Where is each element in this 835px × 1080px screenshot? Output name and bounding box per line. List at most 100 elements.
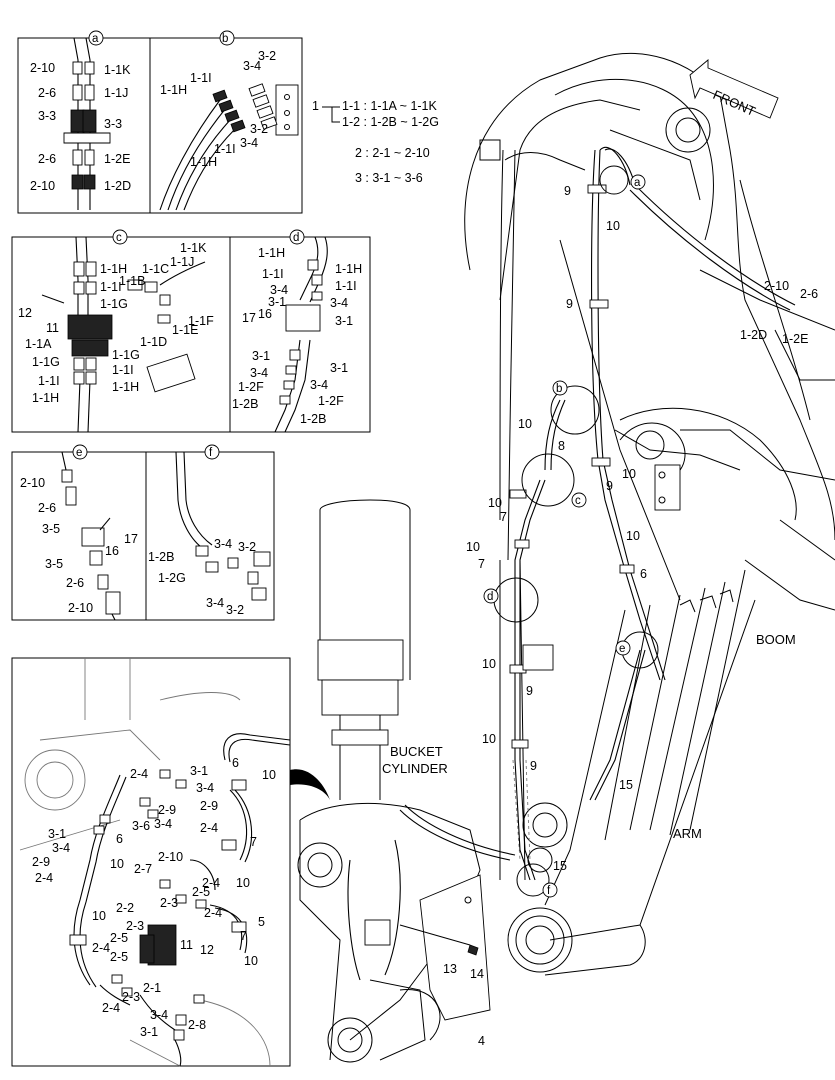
label: 1-2F: [238, 380, 264, 394]
label: 2-8: [188, 1018, 206, 1032]
label: 1-1I: [335, 279, 357, 293]
label: 1-1J: [104, 86, 128, 100]
label: 1-1G: [100, 297, 128, 311]
label: 2-3: [160, 896, 178, 910]
label: 1-1H: [100, 262, 127, 276]
panel-b: b 3-4 3-2 1-1I 1-1H 3-2 3-4 1-1I 1-1H: [149, 30, 303, 214]
label: 10: [466, 540, 480, 554]
callout-f-label: f: [209, 447, 213, 459]
label: 2-9: [32, 855, 50, 869]
label: 1-2E: [104, 152, 130, 166]
label: 2-4: [102, 1001, 120, 1015]
label: 1-1A: [25, 337, 52, 351]
label: 3-1: [140, 1025, 158, 1039]
label: 10: [488, 496, 502, 510]
clamps: [509, 184, 635, 749]
arm-label: ARM: [673, 826, 702, 841]
panel-e: e 2-10 2-6 3-5 17 16 3-5 2-6 2-10: [11, 444, 147, 621]
callout-b-label: b: [222, 33, 228, 45]
label: 3-3: [38, 109, 56, 123]
label: 7: [478, 557, 485, 571]
label: 1-2B: [232, 397, 258, 411]
label: 10: [518, 417, 532, 431]
legend-line-1: 1-1 : 1-1A ~ 1-1K: [342, 99, 438, 113]
label: 1-1H: [112, 380, 139, 394]
label: 10: [92, 909, 106, 923]
label: 2-9: [158, 803, 176, 817]
label: 2-10: [20, 476, 45, 490]
label: 5: [258, 915, 265, 929]
label: 8: [558, 439, 565, 453]
label: 6: [116, 832, 123, 846]
label: 2-4: [92, 941, 110, 955]
label: 3-4: [206, 596, 224, 610]
label: 3-6: [132, 819, 150, 833]
label: 3-1: [335, 314, 353, 328]
label: 3-2: [250, 122, 268, 136]
label: 6: [232, 756, 239, 770]
legend-line-4: 3 : 3-1 ~ 3-6: [355, 171, 423, 185]
label: 9: [526, 684, 533, 698]
label: 2-9: [200, 799, 218, 813]
label: 3-4: [250, 366, 268, 380]
label: 1-1E: [172, 323, 198, 337]
label: 1-1G: [32, 355, 60, 369]
label: 2-6: [38, 86, 56, 100]
label: 2-4: [204, 906, 222, 920]
boom-structure: [464, 52, 835, 976]
label: 17: [242, 311, 256, 325]
label: 2-1: [143, 981, 161, 995]
label: 2-10: [764, 279, 789, 293]
label: 10: [110, 857, 124, 871]
label: 1-1H: [335, 262, 362, 276]
label: 11: [46, 321, 59, 335]
callout-d-label: d: [293, 232, 299, 244]
label: 1-2B: [148, 550, 174, 564]
label: 10: [606, 219, 620, 233]
front-arrow: FRONT: [689, 59, 779, 119]
panel-d: d 1-1H 1-1H 1-1I 1-1I 3-4 3-4 3-1 3-1 17…: [229, 229, 371, 433]
label: 6: [640, 567, 647, 581]
legend-line-2: 1-2 : 1-2B ~ 1-2G: [342, 115, 439, 129]
label: 3-4: [330, 296, 348, 310]
callout-d-label: d: [487, 591, 493, 603]
label: 2-6: [38, 152, 56, 166]
callout-f-label: f: [547, 885, 551, 897]
label: 2-4: [200, 821, 218, 835]
label: 3-4: [310, 378, 328, 392]
label: 2-6: [66, 576, 84, 590]
label: 2-10: [30, 61, 55, 75]
label: 1-1C: [142, 262, 169, 276]
label: 1-1G: [112, 348, 140, 362]
label: 3-4: [240, 136, 258, 150]
label: 11: [180, 938, 193, 952]
main-labels: a b c d e f 9 10 9 2-10 2-6 1-2D 1-2E 10…: [382, 174, 818, 1048]
label: 3-4: [52, 841, 70, 855]
callout-c-label: c: [575, 495, 581, 507]
label: 1-1I: [38, 374, 60, 388]
label: 15: [553, 859, 567, 873]
label: 1-1K: [180, 241, 207, 255]
label: 9: [566, 297, 573, 311]
label: 1-1D: [140, 335, 167, 349]
label: 2-5: [110, 931, 128, 945]
callout-a-label: a: [92, 33, 99, 45]
label: 1-2B: [300, 412, 326, 426]
label: 2-10: [30, 179, 55, 193]
label: 2-6: [800, 287, 818, 301]
label: 2-10: [68, 601, 93, 615]
label: 10: [626, 529, 640, 543]
label: 1-2G: [158, 571, 186, 585]
callout-e-label: e: [619, 643, 625, 655]
label: 3-4: [243, 59, 261, 73]
bucket-cylinder: [290, 499, 516, 1063]
label: 3-4: [154, 817, 172, 831]
label: 2-3: [126, 919, 144, 933]
label: 2-7: [134, 862, 152, 876]
label: 3-4: [196, 781, 214, 795]
label: 10: [244, 954, 258, 968]
panel-c: c 1-1K 1-1J 1-1C 1-1B 1-1H 1-1I 1-1G 12 …: [11, 229, 231, 433]
label: 3-1: [252, 349, 270, 363]
label: 7: [500, 510, 507, 524]
